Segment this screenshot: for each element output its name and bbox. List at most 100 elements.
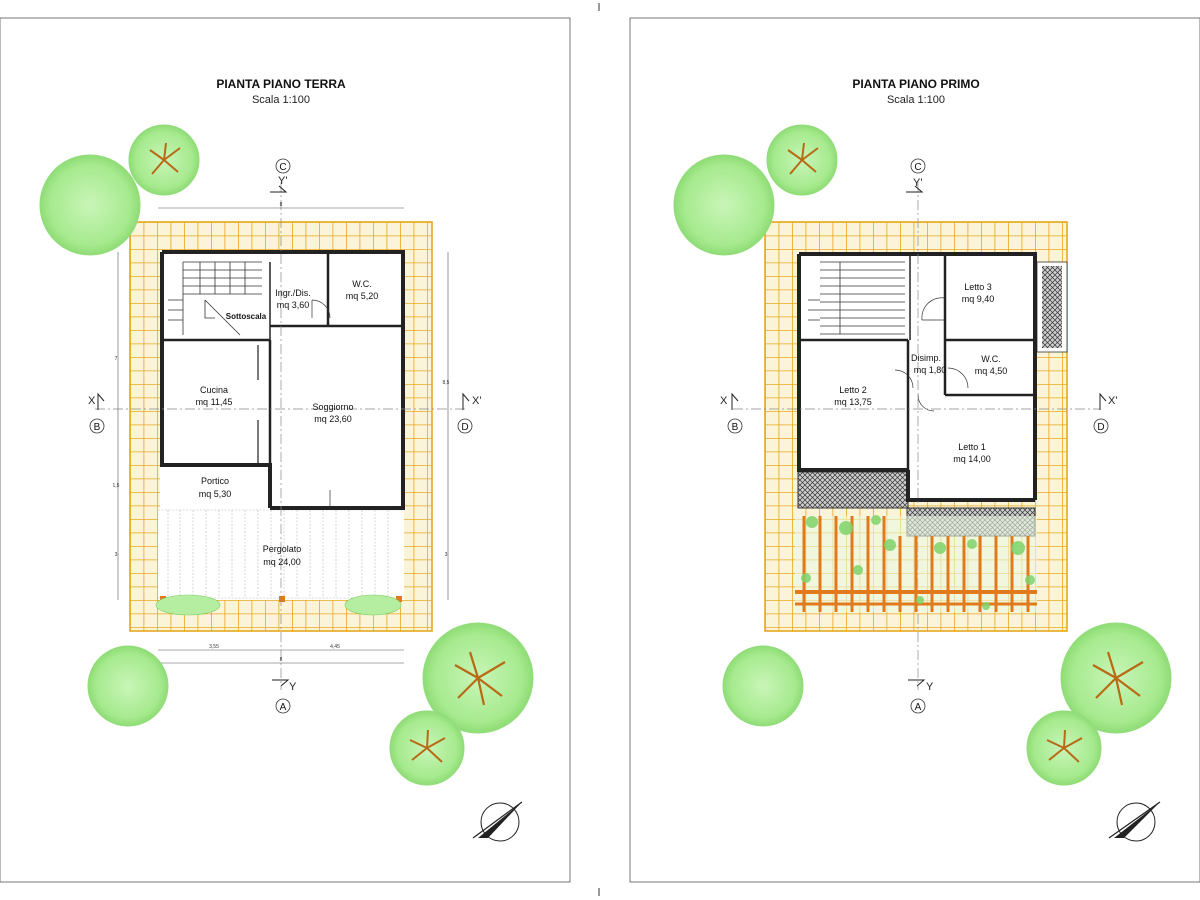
axis-label: Y': [278, 175, 287, 187]
axis-label: X': [472, 395, 481, 407]
room-name: Pergolato: [263, 544, 302, 554]
room-area: mq 11,45: [196, 397, 233, 407]
section-arrow-icon: [1099, 392, 1107, 410]
dimension-label: 8: [280, 657, 283, 663]
room-name: Letto 1: [958, 442, 986, 452]
dimension-label: 4,45: [330, 644, 340, 650]
room-name: Portico: [201, 476, 229, 486]
balcony-hatch: [1042, 266, 1062, 348]
dimension-label: 3: [115, 552, 118, 558]
section-arrow-icon: [97, 392, 105, 410]
axis-label: A: [915, 702, 922, 713]
axis-label: A: [280, 702, 287, 713]
tree-icon: [722, 645, 804, 727]
axis-marker-c: [275, 158, 291, 174]
dimension-label: 8: [280, 202, 283, 208]
plan-scale: Scala 1:100: [887, 94, 945, 106]
dimension-label: 3,55: [209, 644, 219, 650]
axis-marker-d: [457, 418, 473, 434]
room-name: Soggiorno: [312, 402, 353, 412]
dimension-label: 7: [115, 356, 118, 362]
walls: [797, 252, 1037, 502]
axis-label: X: [720, 395, 728, 407]
axis-marker-a: [910, 698, 926, 714]
axis-label: D: [1097, 422, 1104, 433]
room-area: mq 3,60: [277, 300, 310, 310]
axis-label: Y: [926, 681, 934, 693]
axis-label: B: [94, 422, 101, 433]
trunk-icon: [787, 142, 819, 175]
room-name: Disimp.: [911, 353, 941, 363]
dimension-label: 1,5: [113, 483, 120, 489]
doors: [894, 297, 969, 412]
tree-icon: [673, 154, 775, 256]
axis-label: Y: [289, 681, 297, 693]
room-area: mq 9,40: [962, 294, 995, 304]
plan-title: PIANTA PIANO PRIMO: [852, 77, 979, 91]
terrace-hatch: [797, 471, 909, 509]
axis-marker-b: [727, 418, 743, 434]
section-axes: [95, 182, 465, 690]
walls: [160, 250, 405, 510]
staircase: [808, 261, 905, 335]
room-area: mq 14,00: [953, 454, 991, 464]
room-area: mq 4,50: [975, 366, 1008, 376]
trunk-icon: [149, 142, 181, 175]
pergola: [795, 515, 1037, 612]
room-name: Letto 3: [964, 282, 992, 292]
room-name: Sottoscala: [226, 312, 267, 321]
axis-label: X: [88, 395, 96, 407]
tree-icon: [39, 154, 141, 256]
hedge-left: [155, 594, 221, 616]
doors: [311, 299, 331, 508]
section-arrow-icon: [908, 679, 926, 687]
dimension-label: 3: [445, 552, 448, 558]
room-area: mq 23,60: [314, 414, 352, 424]
room-name: Cucina: [200, 385, 228, 395]
section-arrow-icon: [731, 392, 739, 410]
axis-label: Y': [913, 177, 922, 189]
room-area: mq 13,75: [834, 397, 872, 407]
room-area: mq 24,00: [263, 557, 301, 567]
plan-ground-floor: PIANTA PIANO TERRA Scala 1:100: [39, 77, 534, 842]
dimension-lines: [117, 207, 449, 664]
plan-title: PIANTA PIANO TERRA: [216, 77, 346, 91]
north-arrow-icon: [472, 801, 523, 842]
room-name: W.C.: [981, 354, 1001, 364]
plan-first-floor: PIANTA PIANO PRIMO Scala 1:100: [673, 77, 1172, 842]
section-arrow-icon: [462, 392, 470, 410]
axis-label: X': [1108, 395, 1117, 407]
trunk-icon: [1092, 651, 1144, 706]
axis-label: C: [914, 162, 921, 173]
trunk-icon: [409, 729, 446, 763]
trunk-icon: [1046, 729, 1083, 763]
house-footprint: [797, 252, 1037, 470]
room-area: mq 1,80: [914, 365, 947, 375]
plan-scale: Scala 1:100: [252, 94, 310, 106]
room-area: mq 5,20: [346, 291, 379, 301]
north-arrow-icon: [1108, 801, 1161, 842]
house-footprint: [906, 470, 1037, 500]
room-name: Ingr./Dis.: [275, 288, 311, 298]
section-arrow-icon: [906, 185, 924, 193]
axis-marker-c: [910, 158, 926, 174]
pergola-post: [279, 596, 285, 602]
axis-label: B: [732, 422, 739, 433]
staircase: [168, 261, 262, 336]
section-arrow-icon: [272, 679, 290, 687]
axis-marker-a: [275, 698, 291, 714]
dimension-label: 8,5: [443, 380, 450, 386]
trunk-icon: [454, 651, 506, 706]
tree-icon: [87, 645, 169, 727]
section-arrow-icon: [270, 185, 288, 193]
axis-label: D: [461, 422, 468, 433]
room-name: Letto 2: [839, 385, 867, 395]
axis-label: C: [279, 162, 286, 173]
room-area: mq 5,30: [199, 489, 232, 499]
room-name: W.C.: [352, 279, 372, 289]
axis-marker-d: [1093, 418, 1109, 434]
hedge-right: [344, 594, 402, 616]
axis-marker-b: [89, 418, 105, 434]
pergola-post: [396, 596, 402, 602]
